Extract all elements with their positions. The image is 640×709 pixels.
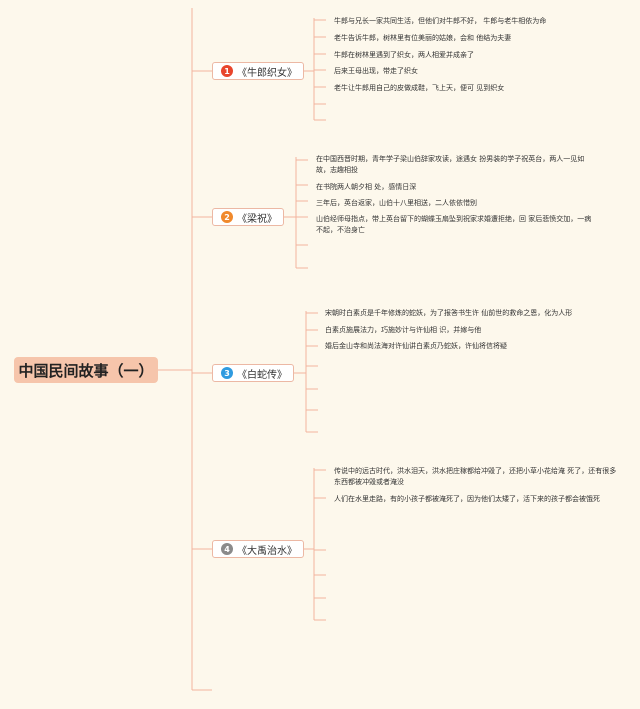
leaf-text[interactable]: 宋朝时白素贞是千年修炼的蛇妖，为了报答书生许 仙前世的救命之恩，化为人形 xyxy=(325,309,573,317)
branch-number-badge: 3 xyxy=(221,367,233,379)
leaf-text[interactable]: 牛郎在树林里遇到了织女，两人相爱并成亲了 xyxy=(334,51,474,59)
branch-node-3[interactable]: 3 《白蛇传》 xyxy=(212,364,294,382)
leaf-text[interactable]: 白素贞施展法力，巧施妙计与许仙相 识，并嫁与他 xyxy=(325,326,482,334)
root-node[interactable]: 中国民间故事（一） xyxy=(14,357,158,383)
branch-label: 《大禹治水》 xyxy=(237,545,297,557)
leaf-text[interactable]: 老牛让牛郎用自己的皮做成鞋，飞上天，便可 见到织女 xyxy=(334,84,505,92)
branch-node-4[interactable]: 4 《大禹治水》 xyxy=(212,540,304,558)
leaf-text[interactable]: 人们在水里走路，有的小孩子都被淹死了，因为他们太矮了，活下来的孩子都会被饿死 xyxy=(334,495,600,503)
leaf-text[interactable]: 在中国西晋时期，青年学子梁山伯辞家攻读，途遇女 扮男装的学子祝英台，两人一见如故… xyxy=(316,155,585,174)
branch-label: 《牛郎织女》 xyxy=(237,67,297,79)
leaf-text[interactable]: 在书院两人朝夕相 处，感情日深 xyxy=(316,183,417,191)
leaf-text[interactable]: 婚后金山寺和尚法海对许仙讲白素贞乃蛇妖，许仙将信将疑 xyxy=(325,342,507,350)
branch-number-badge: 1 xyxy=(221,65,233,77)
branch-label: 《白蛇传》 xyxy=(237,369,287,381)
leaf-text[interactable]: 牛郎与兄长一家共同生活，但他们对牛郎不好， 牛郎与老牛相依为命 xyxy=(334,17,547,25)
branch-label: 《梁祝》 xyxy=(237,213,277,225)
branch-number-badge: 2 xyxy=(221,211,233,223)
leaf-text[interactable]: 传说中的远古时代，洪水泪天，洪水把庄稼都给冲毁了，还把小草小花给淹 死了，还有很… xyxy=(334,467,617,486)
leaf-text[interactable]: 山伯经师母指点，带上英台留下的蝴蝶玉扇坠到祝家求婚遭拒绝，回 家后悲愤交加，一病… xyxy=(316,215,592,234)
branch-node-2[interactable]: 2 《梁祝》 xyxy=(212,208,284,226)
leaf-text[interactable]: 后来王母出现，带走了织女 xyxy=(334,67,418,75)
leaf-text[interactable]: 老牛告诉牛郎，树林里有位美丽的姑娘，会和 他结为夫妻 xyxy=(334,34,512,42)
root-node-label: 中国民间故事（一） xyxy=(18,361,154,380)
branch-node-1[interactable]: 1 《牛郎织女》 xyxy=(212,62,304,80)
branch-number-badge: 4 xyxy=(221,543,233,555)
leaf-text[interactable]: 三年后，英台返家，山伯十八里相送，二人依依惜别 xyxy=(316,199,477,207)
